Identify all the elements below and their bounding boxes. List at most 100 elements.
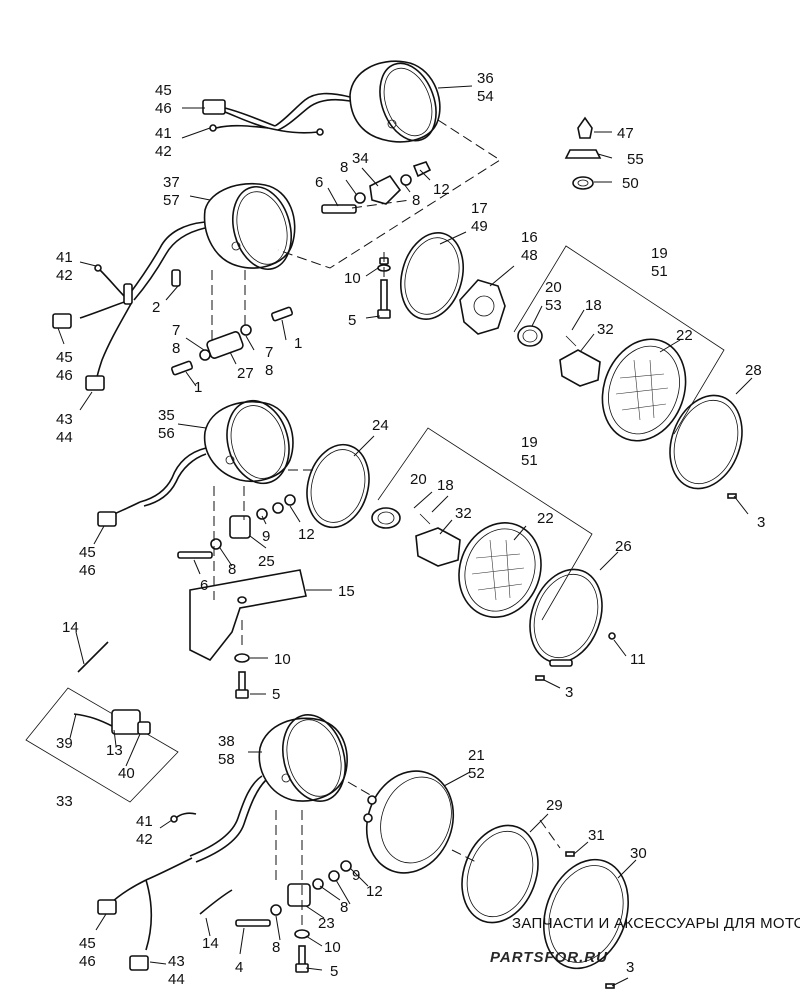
callout-label: 26 [615,538,632,555]
callout-label: 8 [412,192,420,209]
callout-label: 39 [56,735,73,752]
lamp-housing-38 [189,713,348,863]
callout-label: 41 [56,249,73,266]
callout-label: 46 [56,367,73,384]
retaining-ring-24 [306,443,370,529]
headlamp-reflector-21 [363,770,455,874]
callout-label: 42 [56,267,73,284]
group-outlines [377,245,725,621]
callout-label: 34 [352,150,369,167]
headlamp-lens-22-mid [458,522,542,618]
callout-label: 46 [155,100,172,117]
callout-label: 42 [155,143,172,160]
callout-label: 1 [194,379,202,396]
callout-label: 23 [318,915,335,932]
callout-label: 37 [163,174,180,191]
callout-label: 22 [537,510,554,527]
bulb-32-mid [415,513,461,567]
mount-bracket-34 [321,161,432,214]
callout-label: 31 [588,827,605,844]
callout-label: 45 [155,82,172,99]
trim-ring-30 [543,858,629,989]
callout-label: 25 [258,553,275,570]
lamp-housing-36 [274,60,441,143]
callout-label: 3 [626,959,634,976]
wiring-harness-upper-left [52,264,133,391]
callout-label: 2 [152,299,160,316]
callout-label: 5 [272,686,280,703]
callout-label: 45 [56,349,73,366]
callout-label: 42 [136,831,153,848]
callout-label: 6 [315,174,323,191]
callout-label: 18 [437,477,454,494]
cable-tie-14-mid [77,641,109,673]
callout-label: 8 [228,561,236,578]
callout-label: 10 [344,270,361,287]
bolt-5-bottom [294,929,310,973]
callout-label: 30 [630,845,647,862]
leader-lines [57,85,753,987]
callout-label: 35 [158,407,175,424]
callout-label: 5 [330,963,338,980]
callout-label: 22 [676,327,693,344]
callout-label: 43 [168,953,185,970]
callout-label: 7 [265,344,273,361]
wiring-harness-bottom [97,812,233,971]
callout-label: 10 [324,939,341,956]
callout-label: 8 [172,340,180,357]
callout-label: 28 [745,362,762,379]
callout-label: 20 [545,279,562,296]
callout-label: 8 [265,362,273,379]
callout-label: 9 [262,528,270,545]
retainer-plate-16 [459,279,506,335]
callout-label: 21 [468,747,485,764]
callout-label: 46 [79,562,96,579]
callout-label: 1 [294,335,302,352]
callout-label: 6 [200,577,208,594]
callout-label: 14 [202,935,219,952]
lamp-housing-35 [97,399,294,527]
callout-label: 57 [163,192,180,209]
callout-label: 12 [366,883,383,900]
callout-label: 19 [521,434,538,451]
callout-label: 27 [237,365,254,382]
callout-label: 8 [340,899,348,916]
callout-label: 3 [565,684,573,701]
trim-ring-26 [529,568,616,681]
callout-labels: 45 46 41 42 36 54 47 55 50 37 57 34 6 8 … [56,70,765,988]
bulb-socket-20-mid [371,507,401,529]
callout-label: 18 [585,297,602,314]
callout-label: 32 [455,505,472,522]
lamp-housing-37 [127,183,296,301]
callout-label: 50 [622,175,639,192]
callout-label: 38 [218,733,235,750]
callout-label: 44 [168,971,185,988]
callout-label: 17 [471,200,488,217]
watermark-tagline: ЗАПЧАСТИ И АКСЕССУАРЫ ДЛЯ МОТОТЕХНИКИ [512,915,800,932]
callout-label: 7 [172,322,180,339]
callout-label: 54 [477,88,494,105]
watermark: ЗАПЧАСТИ И АКСЕССУАРЫ ДЛЯ МОТОТЕХНИКИ PA… [490,915,800,966]
retaining-ring-17 [400,231,464,321]
callout-label: 33 [56,793,73,810]
callout-label: 49 [471,218,488,235]
callout-label: 41 [136,813,153,830]
callout-label: 47 [617,125,634,142]
callout-label: 40 [118,765,135,782]
callout-label: 14 [62,619,79,636]
callout-label: 19 [651,245,668,262]
callout-label: 15 [338,583,355,600]
callout-label: 5 [348,312,356,329]
bulb-socket-20-top [517,325,543,347]
wiring-harness-top [202,99,324,136]
mount-bar-15 [189,569,307,662]
callout-label: 56 [158,425,175,442]
headlamp-lens-22-top [601,338,687,442]
callout-label: 53 [545,297,562,314]
callout-label: 45 [79,935,96,952]
callout-label: 45 [79,544,96,561]
mount-bracket-27 [170,269,294,376]
assembly-lines [211,119,561,930]
callout-label: 55 [627,151,644,168]
